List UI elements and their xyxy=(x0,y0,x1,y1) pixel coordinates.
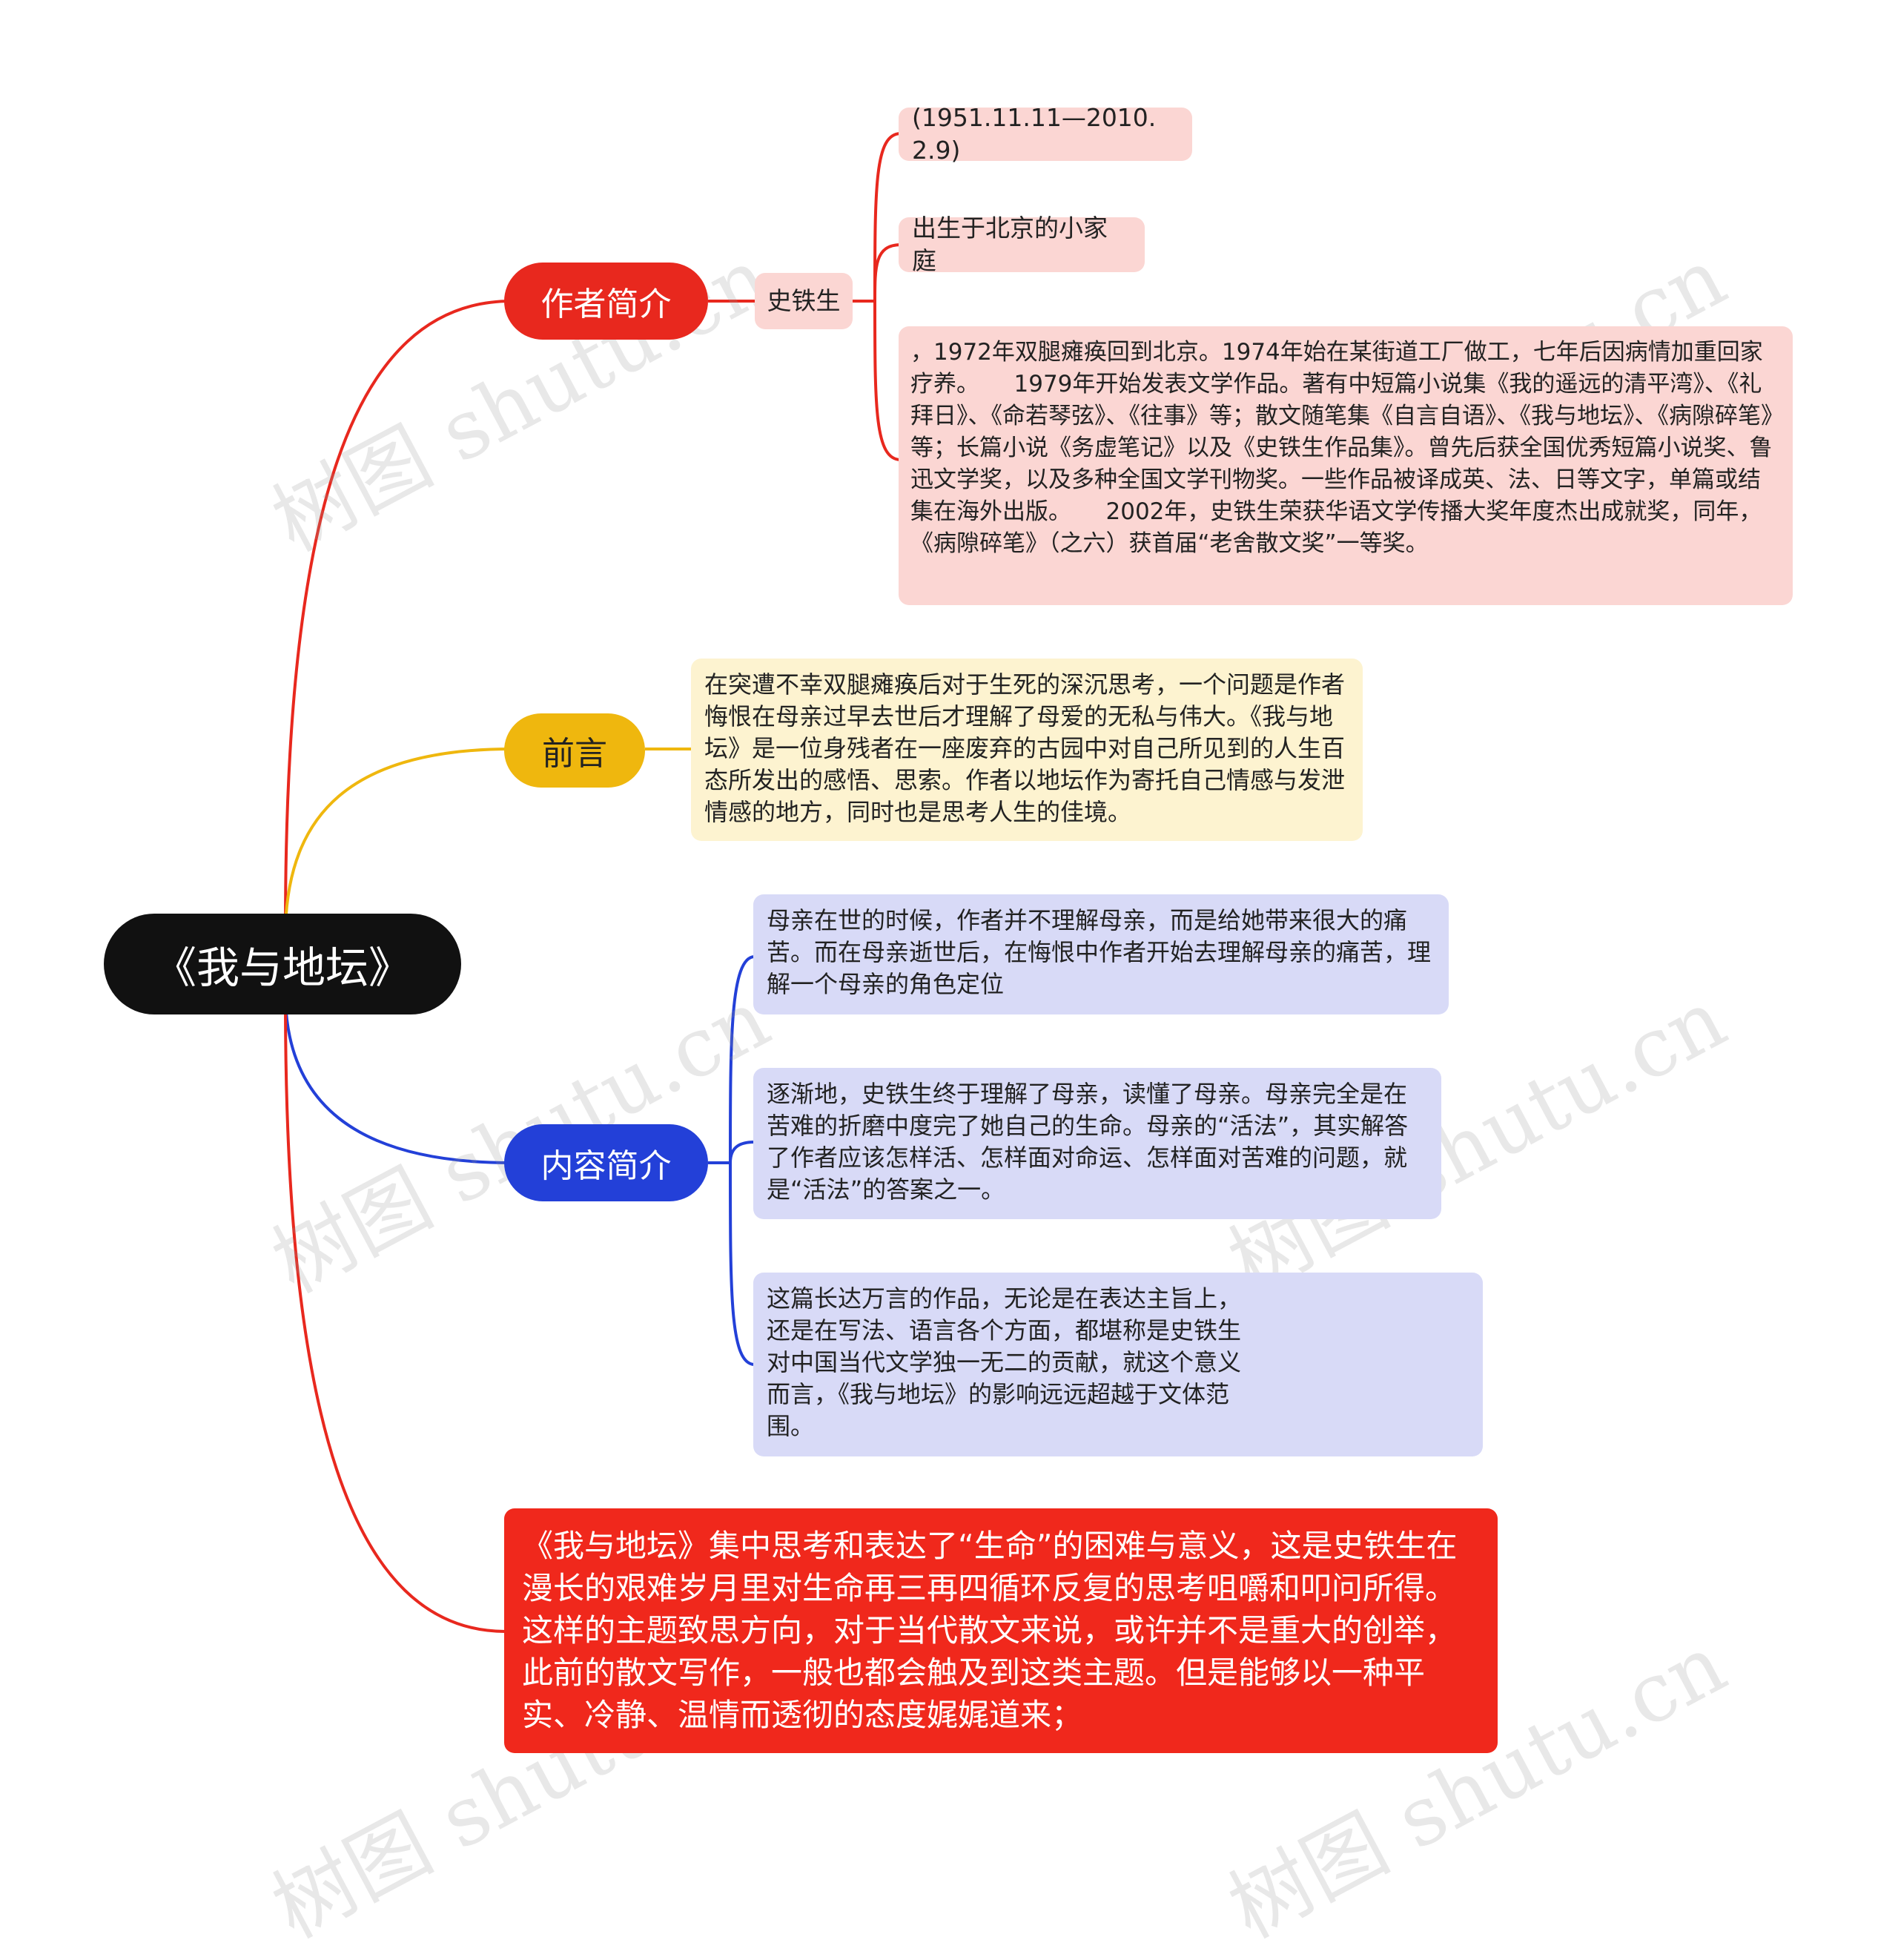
connector-person-detail-3 xyxy=(873,300,902,461)
connector-content-item-3 xyxy=(729,1162,755,1366)
content-item-1[interactable]: 母亲在世的时候，作者并不理解母亲，而是给她带来很大的痛苦。而在母亲逝世后，在悔恨… xyxy=(753,894,1449,1014)
connector-content-item-1 xyxy=(729,955,755,1164)
author-detail-bio[interactable]: ，1972年双腿瘫痪回到北京。1974年始在某街道工厂做工，七年后因病情加重回家… xyxy=(899,326,1793,605)
summary-text[interactable]: 《我与地坛》集中思考和表达了“生命”的困难与意义，这是史铁生在漫长的艰难岁月里对… xyxy=(504,1508,1498,1753)
author-detail-dates[interactable]: (1951.11.11—2010.2.9) xyxy=(899,103,1192,165)
author-detail-birth[interactable]: 出生于北京的小家庭 xyxy=(899,214,1145,275)
branch-content[interactable]: 内容简介 xyxy=(504,1124,708,1201)
branch-preface[interactable]: 前言 xyxy=(504,713,645,788)
preface-text[interactable]: 在突遭不幸双腿瘫痪后对于生死的深沉思考，一个问题是作者悔恨在母亲过早去世后才理解… xyxy=(691,659,1363,841)
connector-root-preface xyxy=(284,748,512,928)
connector-content-item-2 xyxy=(729,1141,755,1164)
connector-root-content xyxy=(284,1000,512,1164)
connector-root-summary xyxy=(284,1000,506,1633)
content-item-3[interactable]: 这篇长达万言的作品，无论是在表达主旨上， 还是在写法、语言各个方面，都堪称是史铁… xyxy=(753,1273,1483,1456)
root-node[interactable]: 《我与地坛》 xyxy=(104,914,461,1014)
content-item-2[interactable]: 逐渐地，史铁生终于理解了母亲，读懂了母亲。母亲完全是在苦难的折磨中度完了她自己的… xyxy=(753,1068,1441,1219)
connector-person-detail-2 xyxy=(873,243,902,302)
connector-root-author xyxy=(284,300,512,928)
branch-author[interactable]: 作者简介 xyxy=(504,263,708,340)
connector-lines xyxy=(284,132,902,1633)
author-person[interactable]: 史铁生 xyxy=(755,273,853,329)
